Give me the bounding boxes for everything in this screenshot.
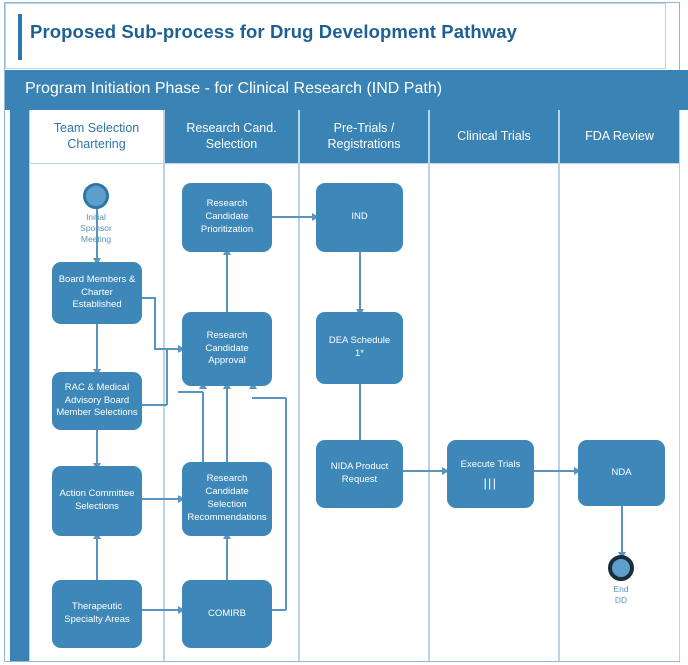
page-title: Proposed Sub-process for Drug Developmen… [30,21,518,42]
task-label: Action Committee Selections [59,488,135,512]
task-label: Research Candidate Approval [205,329,249,367]
start-event-initial-sponsor-meeting[interactable]: Initial Sponsor Meeting [80,183,112,244]
connector-prioritization-to-ind [272,216,314,218]
phase-band: Program Initiation Phase - for Clinical … [5,70,688,110]
connector-rac-to-approval-v [166,348,168,405]
connector-action-committee-to-recommendations [142,498,180,500]
task-label: NDA [611,466,632,478]
lane-header-research-cand-selection: Research Cand. Selection [165,110,298,164]
task-comirb[interactable]: COMIRB [182,580,272,648]
connector-start-to-board-members [96,205,98,261]
connector-approval-to-prioritization [226,252,228,312]
end-event-end-dd[interactable]: End DD [608,555,634,605]
connector-nda-to-end [621,506,623,555]
connector-recommendations-left-to-approval-v [202,392,204,462]
arrowhead-start-to-board-members [92,258,101,265]
task-ind[interactable]: IND [316,183,403,252]
start-event-label: Initial Sponsor Meeting [80,212,112,245]
lane-body-clinical-trials [430,164,558,661]
connector-recommendations-to-approval [226,386,228,462]
connector-therapeutic-to-action-committee [96,536,98,580]
end-event-icon [608,555,634,581]
lane-clinical-trials: Clinical Trials [429,110,559,661]
task-label: RAC & Medical Advisory Board Member Sele… [56,381,138,419]
arrowhead-board-members-to-approval [178,344,185,353]
parallel-multi-instance-marker-icon: ||| [483,475,498,490]
task-therapeutic-specialty-areas[interactable]: Therapeutic Specialty Areas [52,580,142,648]
task-research-candidate-prioritization[interactable]: Research Candidate Prioritization [182,183,272,252]
arrowhead-execute-trials-to-nda [574,466,581,475]
connector-board-members-to-rac [96,324,98,372]
phase-title: Program Initiation Phase - for Clinical … [25,80,443,97]
connector-ind-to-dea [359,252,361,312]
connector-comirb-right-h [272,609,286,611]
arrowhead-nida-to-execute-trials [442,466,449,475]
task-label: DEA Schedule 1* [328,335,391,359]
connector-comirb-to-recommendations [226,536,228,580]
task-board-members-charter-established[interactable]: Board Members & Charter Established [52,262,142,324]
connector-rac-to-action-committee [96,430,98,466]
task-action-committee-selections[interactable]: Action Committee Selections [52,466,142,536]
lane-header-fda-review: FDA Review [560,110,679,164]
pool-lane-strip [10,110,29,661]
connector-therapeutic-to-comirb [142,609,180,611]
connector-board-members-to-approval-h1 [142,297,155,299]
lane-header-team-selection-chartering: Team Selection Chartering [30,110,163,164]
connector-nida-to-execute-trials [402,470,444,472]
arrowhead-therapeutic-to-comirb [178,605,185,614]
task-execute-trials[interactable]: Execute Trials ||| [447,440,534,508]
connector-rac-to-approval-h1 [142,404,167,406]
task-label: COMIRB [208,607,246,619]
task-label: Research Candidate Selection Recommendat… [187,473,267,523]
task-label: Therapeutic Specialty Areas [64,601,130,625]
connector-execute-trials-to-nda [534,470,576,472]
task-rac-medical-advisory-board-member-selections[interactable]: RAC & Medical Advisory Board Member Sele… [52,372,142,430]
arrowhead-prioritization-to-ind [312,212,319,221]
arrowhead-action-committee-to-recommendations [178,494,185,503]
task-label: Execute Trials [460,459,521,471]
connector-comirb-right-v [285,398,287,610]
task-research-candidate-approval[interactable]: Research Candidate Approval [182,312,272,386]
task-label: Research Candidate Prioritization [200,198,254,235]
title-band: Proposed Sub-process for Drug Developmen… [5,3,666,69]
task-label: NIDA Product Request [330,461,389,485]
task-label: IND [351,211,368,223]
connector-comirb-right-to-approval-h [252,397,286,399]
start-event-icon [83,183,109,209]
task-nda[interactable]: NDA [578,440,665,506]
connector-recommendations-left-to-approval-h [178,391,203,393]
task-research-candidate-selection-recommendations[interactable]: Research Candidate Selection Recommendat… [182,462,272,536]
title-accent-bar [18,14,22,60]
lane-header-clinical-trials: Clinical Trials [430,110,558,164]
task-dea-schedule-1[interactable]: DEA Schedule 1* [316,312,403,384]
connector-dea-to-nida [359,384,361,444]
connector-rac-to-approval-h2 [166,348,180,350]
task-nida-product-request[interactable]: NIDA Product Request [316,440,403,508]
connector-board-members-to-approval-v [154,297,156,349]
lane-header-pre-trials-registrations: Pre-Trials / Registrations [300,110,428,164]
task-label: Board Members & Charter Established [58,273,136,311]
end-event-label: End DD [613,584,629,606]
